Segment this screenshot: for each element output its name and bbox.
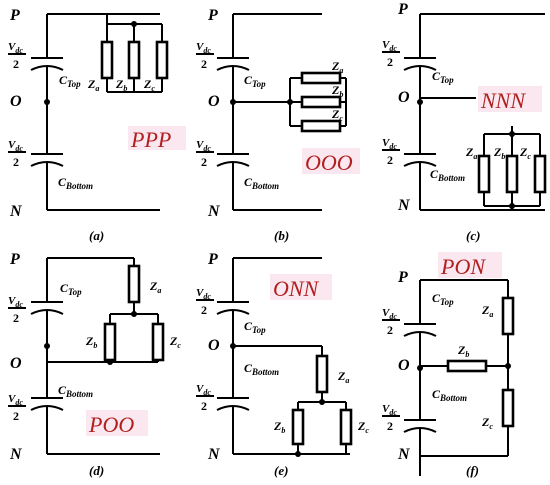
panel-caption: (d) xyxy=(89,463,104,478)
svg-text:2: 2 xyxy=(13,155,19,169)
svg-text:2: 2 xyxy=(13,311,19,325)
state-label: OOO xyxy=(305,150,353,175)
svg-text:P: P xyxy=(9,251,20,268)
svg-text:O: O xyxy=(10,355,22,372)
svg-text:CTop: CTop xyxy=(60,281,82,297)
svg-text:2: 2 xyxy=(13,57,19,71)
svg-text:O: O xyxy=(208,93,220,110)
svg-text:CTop: CTop xyxy=(59,73,81,89)
svg-text:CBottom: CBottom xyxy=(430,167,465,183)
svg-text:Zb: Zb xyxy=(457,343,469,359)
panel-a: P O N Vdc 2 Vdc 2 CTop CBottom Za Zb Zc … xyxy=(8,7,186,243)
svg-text:O: O xyxy=(208,337,220,354)
svg-text:CTop: CTop xyxy=(432,69,454,85)
svg-text:Vdc: Vdc xyxy=(382,403,397,417)
svg-text:Vdc: Vdc xyxy=(196,139,211,153)
svg-text:CBottom: CBottom xyxy=(244,175,279,191)
svg-text:CTop: CTop xyxy=(244,73,266,89)
svg-text:Vdc: Vdc xyxy=(8,295,23,309)
svg-text:N: N xyxy=(207,203,221,220)
panel-e: P O N Vdc 2 Vdc 2 CTop CBottom Za Zb Zc … xyxy=(196,251,369,478)
svg-text:Vdc: Vdc xyxy=(8,41,23,55)
svg-text:P: P xyxy=(207,7,218,24)
svg-text:Zc: Zc xyxy=(519,145,531,161)
svg-text:O: O xyxy=(398,89,410,106)
svg-text:Zb: Zb xyxy=(493,145,505,161)
svg-text:Vdc: Vdc xyxy=(382,137,397,151)
panel-caption: (e) xyxy=(274,463,288,478)
svg-text:O: O xyxy=(398,357,410,374)
panel-b: P O N Vdc 2 Vdc 2 CTop CBottom Za Zb Zc … xyxy=(196,7,360,243)
svg-text:Zc: Zc xyxy=(143,77,155,93)
svg-text:Za: Za xyxy=(337,369,349,385)
svg-text:Vdc: Vdc xyxy=(8,139,23,153)
state-label: PON xyxy=(440,254,486,279)
svg-text:Za: Za xyxy=(465,145,477,161)
svg-text:Za: Za xyxy=(87,77,99,93)
svg-text:CBottom: CBottom xyxy=(244,361,279,377)
svg-text:CBottom: CBottom xyxy=(58,175,93,191)
svg-text:Vdc: Vdc xyxy=(196,287,211,301)
node-p-label: P xyxy=(9,7,20,24)
svg-text:Vdc: Vdc xyxy=(196,383,211,397)
panel-c: P O N Vdc 2 Vdc 2 CTop CBottom Za Zb Zc … xyxy=(382,1,547,243)
svg-text:2: 2 xyxy=(201,57,207,71)
svg-text:Zc: Zc xyxy=(331,107,343,123)
svg-text:CBottom: CBottom xyxy=(58,383,93,399)
svg-text:2: 2 xyxy=(201,155,207,169)
svg-text:Zc: Zc xyxy=(481,415,493,431)
svg-text:Zb: Zb xyxy=(85,334,97,350)
svg-text:2: 2 xyxy=(13,409,19,423)
svg-text:Vdc: Vdc xyxy=(382,39,397,53)
svg-text:CTop: CTop xyxy=(244,319,266,335)
svg-text:Zc: Zc xyxy=(357,419,369,435)
state-label: POO xyxy=(88,412,134,437)
panel-caption: (b) xyxy=(274,228,289,243)
svg-text:Vdc: Vdc xyxy=(382,307,397,321)
state-label: PPP xyxy=(130,127,171,152)
svg-text:P: P xyxy=(397,269,408,286)
state-label: NNN xyxy=(480,88,526,113)
svg-text:P: P xyxy=(397,1,408,18)
node-n-label: N xyxy=(9,203,23,220)
svg-text:2: 2 xyxy=(201,303,207,317)
svg-text:2: 2 xyxy=(387,55,393,69)
svg-text:Za: Za xyxy=(481,303,493,319)
svg-text:N: N xyxy=(397,197,411,214)
svg-text:Vdc: Vdc xyxy=(196,41,211,55)
node-o-label: O xyxy=(10,93,22,110)
panel-caption: (c) xyxy=(466,228,480,243)
svg-text:Za: Za xyxy=(149,279,161,295)
svg-text:Zb: Zb xyxy=(273,419,285,435)
svg-text:Zc: Zc xyxy=(169,334,181,350)
svg-text:CTop: CTop xyxy=(432,291,454,307)
svg-text:2: 2 xyxy=(201,399,207,413)
svg-text:Vdc: Vdc xyxy=(8,393,23,407)
svg-text:Za: Za xyxy=(331,59,343,75)
svg-text:N: N xyxy=(207,446,221,463)
state-label: ONN xyxy=(273,276,320,301)
panel-caption: (a) xyxy=(89,228,104,243)
panel-d: P O N Vdc 2 Vdc 2 CTop CBottom Za Zb Zc … xyxy=(8,251,181,478)
panel-f: P O N Vdc 2 Vdc 2 CTop CBottom Za Zb Zc … xyxy=(382,252,515,478)
svg-text:Zb: Zb xyxy=(115,77,127,93)
svg-text:N: N xyxy=(9,446,23,463)
svg-text:2: 2 xyxy=(387,323,393,337)
svg-text:N: N xyxy=(397,446,411,463)
svg-text:2: 2 xyxy=(387,419,393,433)
svg-text:Zb: Zb xyxy=(331,83,343,99)
svg-text:CBottom: CBottom xyxy=(432,387,467,403)
svg-text:P: P xyxy=(207,251,218,268)
panel-caption: (f) xyxy=(466,463,479,478)
svg-text:2: 2 xyxy=(387,153,393,167)
